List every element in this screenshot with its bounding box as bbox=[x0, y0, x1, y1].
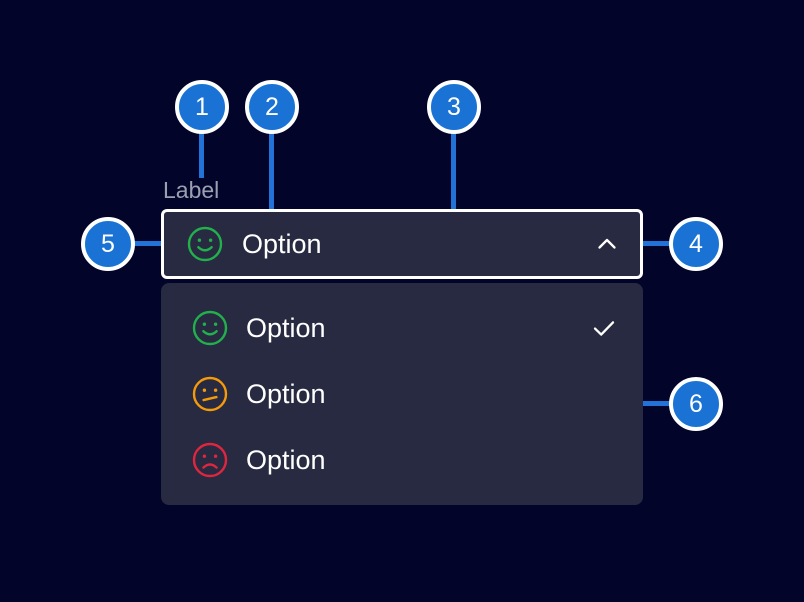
callout-leader-line-2 bbox=[269, 126, 274, 228]
callout-badge-4[interactable]: 4 bbox=[669, 217, 723, 271]
dropdown-option-label: Option bbox=[246, 312, 326, 343]
dropdown-panel: Option Option bbox=[161, 283, 643, 505]
callout-badge-3[interactable]: 3 bbox=[427, 80, 481, 134]
callout-leader-line-5 bbox=[130, 241, 174, 246]
chevron-up-icon[interactable] bbox=[592, 229, 622, 259]
callout-leader-line-4 bbox=[640, 241, 688, 246]
dropdown-option-3[interactable]: Option bbox=[161, 431, 643, 489]
sad-face-icon bbox=[191, 441, 229, 479]
dropdown-option-1[interactable]: Option bbox=[161, 299, 643, 357]
dropdown-option-2[interactable]: Option bbox=[161, 365, 643, 423]
callout-leader-line-6 bbox=[640, 401, 688, 406]
neutral-face-icon bbox=[191, 375, 229, 413]
callout-leader-line-3 bbox=[451, 126, 456, 243]
callout-badge-2[interactable]: 2 bbox=[245, 80, 299, 134]
callout-leader-line-1 bbox=[199, 126, 204, 178]
dropdown-option-label: Option bbox=[246, 378, 326, 409]
callout-badge-1[interactable]: 1 bbox=[175, 80, 229, 134]
callout-badge-5[interactable]: 5 bbox=[81, 217, 135, 271]
callout-badge-6[interactable]: 6 bbox=[669, 377, 723, 431]
happy-face-icon bbox=[191, 309, 229, 347]
select-trigger[interactable]: Option bbox=[161, 209, 643, 279]
happy-face-icon bbox=[186, 225, 224, 263]
dropdown-option-label: Option bbox=[246, 444, 326, 475]
select-selected-value: Option bbox=[242, 228, 322, 259]
field-label: Label bbox=[163, 177, 220, 203]
check-icon bbox=[589, 313, 619, 343]
